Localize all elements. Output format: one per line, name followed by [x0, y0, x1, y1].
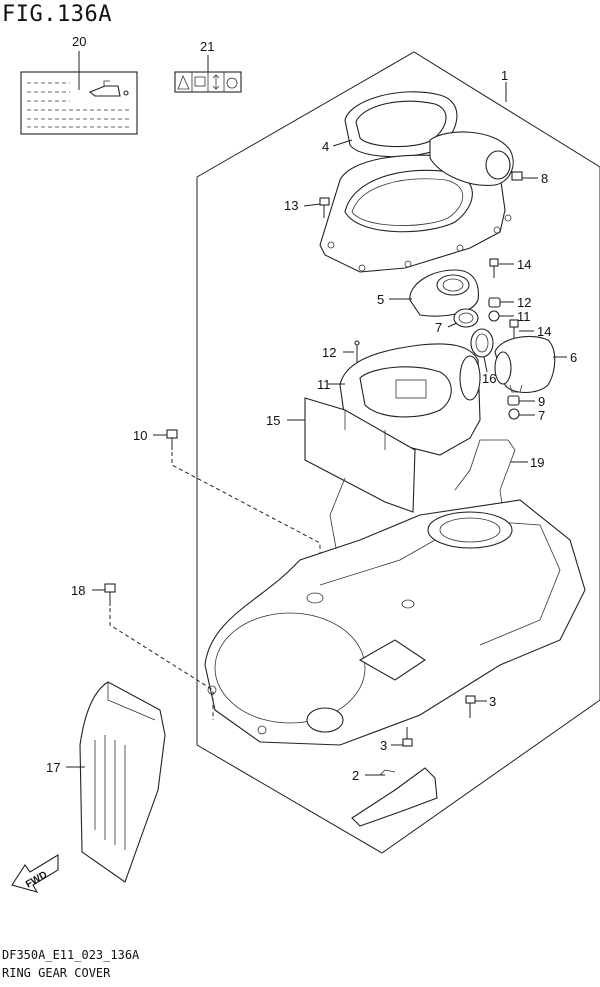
oil-can-icon [88, 80, 129, 97]
part-5-duct[interactable] [409, 269, 479, 317]
callout-6: 6 [570, 350, 577, 365]
callout-20: 20 [72, 34, 86, 49]
assembly-outline [196, 51, 600, 854]
fwd-arrow-icon: FWD [11, 854, 59, 893]
leader-7-lower [483, 356, 488, 373]
part-7-seal-lower[interactable] [470, 328, 494, 358]
callout-3-bottom: 3 [380, 738, 387, 753]
part-11-collar-upper[interactable] [488, 310, 500, 322]
part-13-bolt[interactable] [319, 197, 330, 218]
callout-12-lower: 9 [538, 394, 545, 409]
callout-11-upper: 11 [517, 309, 531, 324]
part-8-bolt[interactable] [511, 171, 523, 181]
callout-9: 11 [317, 377, 331, 392]
callout-15: 15 [266, 413, 280, 428]
callout-2: 2 [352, 768, 359, 783]
leader-13 [303, 203, 321, 207]
callout-8: 8 [541, 171, 548, 186]
part-7-seal-upper[interactable] [453, 308, 479, 328]
manual-icon [194, 76, 206, 87]
leader-18-path [109, 608, 214, 720]
diagram-code: DF350A_E11_023_136A [2, 948, 140, 962]
part-12-grommet-upper[interactable] [488, 297, 501, 308]
warning-triangle-icon [177, 74, 190, 90]
callout-13: 13 [284, 198, 298, 213]
figure-title: FIG.136A [2, 2, 112, 27]
leader-7-upper [447, 322, 458, 328]
part-3-bolt-right[interactable] [465, 695, 476, 718]
part-20-label-sticker[interactable] [20, 71, 138, 135]
part-2-bracket[interactable] [351, 767, 438, 827]
callout-11-lower: 7 [538, 408, 545, 423]
part-21-warning-label[interactable] [174, 71, 242, 93]
part-12-grommet-lower[interactable] [507, 395, 520, 406]
leader-4 [332, 139, 353, 147]
silencer-cover[interactable] [319, 131, 514, 273]
callout-17: 17 [46, 760, 60, 775]
part-4-seal[interactable] [344, 91, 458, 158]
callout-3-right: 3 [489, 694, 496, 709]
callout-16: 12 [322, 345, 336, 360]
ring-gear-cover[interactable] [204, 499, 586, 746]
part-18-bolt[interactable] [104, 583, 116, 606]
part-6-elbow[interactable] [494, 335, 556, 394]
callout-18: 18 [71, 583, 85, 598]
callout-4: 4 [322, 139, 329, 154]
arrows-icon [212, 74, 220, 90]
callout-5: 5 [377, 292, 384, 307]
callout-10: 19 [530, 455, 544, 470]
callout-7-upper: 7 [435, 320, 442, 335]
part-17-lower-cover[interactable] [79, 681, 166, 883]
callout-7-lower: 16 [482, 371, 496, 386]
diagram-name: RING GEAR COVER [2, 966, 111, 980]
part-14-bolt-upper[interactable] [489, 258, 499, 278]
part-16-pin[interactable] [354, 340, 360, 362]
callout-14-lower: 14 [537, 324, 551, 339]
part-15-plate[interactable] [304, 397, 416, 513]
callout-14-upper: 14 [517, 257, 531, 272]
part-3-bolt-bottom[interactable] [402, 727, 413, 747]
callout-21: 21 [200, 39, 214, 54]
part-14-bolt-lower[interactable] [509, 319, 519, 340]
callout-19: 10 [133, 428, 147, 443]
part-11-collar-lower[interactable] [508, 408, 520, 420]
propeller-icon [226, 77, 238, 89]
callout-1: 1 [501, 68, 508, 83]
callout-12-upper: 12 [517, 295, 531, 310]
part-19-bolt[interactable] [166, 429, 178, 450]
